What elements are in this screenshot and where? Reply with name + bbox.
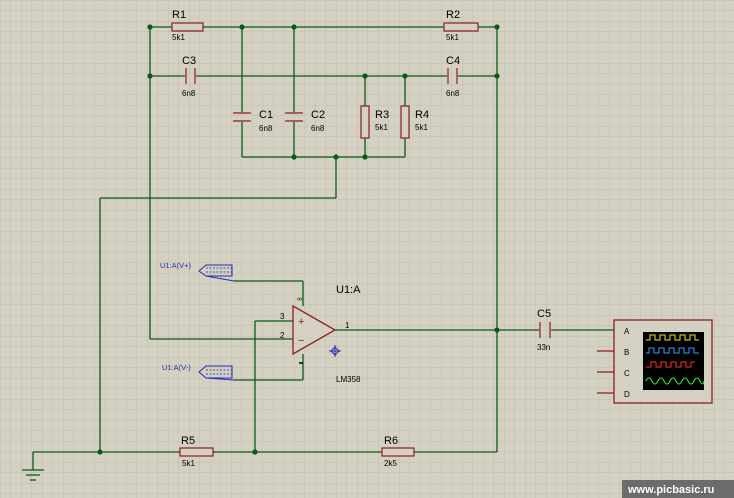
r1-ref: R1 (172, 9, 186, 21)
opamp-pin1: 1 (345, 321, 350, 330)
opamp-plus-sign: + (298, 316, 304, 328)
capacitor-c4[interactable]: C4 6n8 (446, 55, 460, 98)
scope-channel-b: B (624, 348, 629, 357)
scope-trace-b (646, 347, 699, 354)
opamp-pin2: 2 (280, 331, 285, 340)
watermark: www.picbasic.ru (622, 480, 734, 498)
oscilloscope[interactable]: A B C D (597, 319, 713, 404)
r3-value: 5k1 (375, 123, 388, 132)
c2-value: 6n8 (311, 124, 325, 133)
scope-trace-d (645, 377, 705, 385)
c2-ref: C2 (311, 109, 325, 121)
resistor-r5[interactable]: R5 5k1 (179, 435, 214, 468)
scope-trace-a (646, 334, 699, 341)
c5-ref: C5 (537, 308, 551, 320)
watermark-text: www.picbasic.ru (627, 484, 714, 496)
terminal-vplus[interactable]: U1:A(V+) (160, 261, 235, 282)
scope-trace-c (646, 361, 695, 368)
c5-value: 33n (537, 343, 550, 352)
opamp-u1a[interactable]: + − U1:A LM358 3 2 1 ∞ (280, 284, 361, 384)
r2-value: 5k1 (446, 33, 459, 42)
c3-value: 6n8 (182, 89, 196, 98)
r4-value: 5k1 (415, 123, 428, 132)
junction-dot (147, 24, 153, 30)
junction-dot (291, 154, 297, 160)
capacitor-c2[interactable]: C2 6n8 (285, 109, 325, 133)
c1-value: 6n8 (259, 124, 273, 133)
terminal-vminus-label: U1:A(V-) (162, 363, 191, 372)
junction-dot (239, 24, 245, 30)
opamp-ref: U1:A (336, 284, 361, 296)
r5-ref: R5 (181, 435, 195, 447)
probe-marker-icon (329, 345, 341, 357)
resistor-r1[interactable]: R1 5k1 (171, 9, 204, 42)
junction-dot (494, 24, 500, 30)
scope-channel-d: D (624, 390, 630, 399)
resistor-r2[interactable]: R2 5k1 (443, 9, 479, 42)
junction-dot (252, 449, 258, 455)
c3-ref: C3 (182, 55, 196, 67)
scope-traces (645, 334, 705, 385)
junction-dot (494, 327, 500, 333)
scope-channel-a: A (624, 327, 630, 336)
junctions (97, 24, 500, 455)
c1-ref: C1 (259, 109, 273, 121)
r6-value: 2k5 (384, 459, 397, 468)
junction-dot (147, 73, 153, 79)
capacitor-c1[interactable]: C1 6n8 (233, 109, 273, 133)
r5-value: 5k1 (182, 459, 195, 468)
r6-ref: R6 (384, 435, 398, 447)
junction-dot (291, 24, 297, 30)
c4-ref: C4 (446, 55, 460, 67)
terminal-flag-icon (198, 264, 233, 277)
r2-ref: R2 (446, 9, 460, 21)
terminal-flag-icon (198, 365, 233, 379)
opamp-pin3: 3 (280, 312, 285, 321)
scope-channel-c: C (624, 369, 630, 378)
junction-dot (333, 154, 339, 160)
opamp-minus-sign: − (298, 335, 304, 347)
capacitor-c5[interactable]: C5 33n (537, 308, 551, 352)
terminal-vminus[interactable]: U1:A(V-) (162, 363, 235, 381)
terminal-vplus-label: U1:A(V+) (160, 261, 192, 270)
opamp-part: LM358 (336, 375, 361, 384)
resistor-r4[interactable]: R4 5k1 (400, 105, 429, 139)
junction-dot (97, 449, 103, 455)
junction-dot (362, 73, 368, 79)
junction-dot (494, 73, 500, 79)
resistor-r3[interactable]: R3 5k1 (360, 105, 389, 139)
power-pin-8-icon: ∞ (297, 296, 302, 303)
capacitor-c3[interactable]: C3 6n8 (182, 55, 196, 98)
junction-dot (402, 73, 408, 79)
resistor-r6[interactable]: R6 2k5 (381, 435, 415, 468)
r1-value: 5k1 (172, 33, 185, 42)
r4-ref: R4 (415, 109, 429, 121)
junction-dot (362, 154, 368, 160)
r3-ref: R3 (375, 109, 389, 121)
c4-value: 6n8 (446, 89, 460, 98)
